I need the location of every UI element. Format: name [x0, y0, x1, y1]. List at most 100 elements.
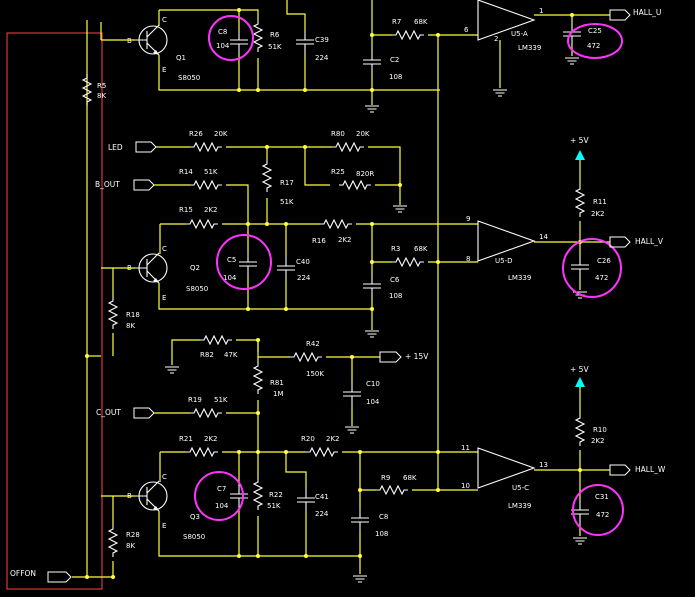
c7-name: C7: [217, 485, 226, 493]
r42-value: 150K: [306, 370, 324, 378]
c25-highlight: [567, 23, 623, 59]
r81-value: 1M: [273, 390, 284, 398]
hall-w-label: HALL_W: [635, 465, 666, 474]
selection-frame: [6, 32, 103, 590]
r3-value: 68K: [414, 245, 428, 253]
q3-transistor: [134, 480, 168, 512]
c25-name: C25: [588, 27, 602, 35]
u5a-part: LM339: [518, 44, 541, 52]
q1-transistor: [134, 24, 168, 56]
r10-value: 2K2: [591, 437, 605, 445]
u5c-name: U5-C: [512, 484, 529, 492]
hall-w-port: [609, 464, 631, 476]
c31-value: 472: [596, 511, 609, 519]
c2-name: C2: [390, 56, 399, 64]
plus15v-port: [379, 351, 402, 363]
u5c-minus-pin: 10: [461, 482, 470, 490]
hall-u-label: HALL_U: [633, 8, 661, 17]
r9-name: R9: [381, 474, 390, 482]
u5a-in-pin: 6: [464, 26, 469, 34]
c31-name: C31: [595, 493, 609, 501]
r42-name: R42: [306, 340, 320, 348]
q3-name: Q3: [190, 513, 200, 521]
r18-value: 8K: [126, 322, 135, 330]
r26-name: R26: [189, 130, 203, 138]
c41-value: 224: [315, 510, 329, 518]
u5d-comparator: [477, 220, 535, 262]
c8-highlight: [208, 15, 254, 61]
c5-name: C5: [227, 256, 236, 264]
c40-value: 224: [297, 274, 311, 282]
u5d-part: LM339: [508, 274, 531, 282]
q1-pin-e: E: [162, 66, 166, 74]
c-out-label: C_OUT: [96, 408, 121, 417]
q1-pin-b: B: [127, 37, 132, 45]
plus5v-top-label: + 5V: [570, 136, 589, 145]
c8-value: 104: [216, 42, 230, 50]
c5-highlight: [216, 234, 272, 290]
u5a-out-pin: 1: [539, 7, 543, 15]
r6-value: 51K: [268, 43, 282, 51]
q1-name: Q1: [176, 54, 186, 62]
r16-value: 2K2: [338, 236, 352, 244]
r17-value: 51K: [280, 198, 294, 206]
c31-highlight: [572, 484, 624, 536]
c39-value: 224: [315, 54, 329, 62]
c26-value: 472: [595, 274, 608, 282]
r11-value: 2K2: [591, 210, 605, 218]
r81-name: R81: [270, 379, 284, 387]
r14-name: R14: [179, 168, 193, 176]
u5d-minus-pin: 8: [466, 255, 470, 263]
power-arrow-5v-bottom: [575, 377, 585, 387]
r7-value: 68K: [414, 18, 428, 26]
c7-value: 104: [215, 502, 229, 510]
c26-highlight: [562, 238, 622, 298]
hall-v-port: [609, 236, 631, 248]
c10-value: 104: [366, 398, 380, 406]
r82-name: R82: [200, 351, 214, 359]
power-arrow-5v-top: [575, 150, 585, 160]
c8-name: C8: [218, 28, 227, 36]
r20-value: 2K2: [326, 435, 340, 443]
r80-value: 20K: [356, 130, 370, 138]
r19-name: R19: [188, 396, 202, 404]
r18-name: R18: [126, 311, 140, 319]
q2-name: Q2: [190, 264, 200, 272]
r20-name: R20: [301, 435, 315, 443]
u5c-comparator: [477, 447, 535, 489]
r19-value: 51K: [214, 396, 228, 404]
r6-name: R6: [270, 31, 280, 39]
u5d-plus-pin: 9: [466, 215, 470, 223]
r11-name: R11: [593, 198, 607, 206]
u5c-part: LM339: [508, 502, 531, 510]
r3-name: R3: [391, 245, 400, 253]
led-label: LED: [108, 143, 123, 152]
q1-pin-c: C: [162, 16, 167, 24]
q3-pin-e: E: [162, 522, 166, 530]
r5-value: 8K: [97, 92, 106, 100]
r21-value: 2K2: [204, 435, 218, 443]
hall-u-port: [609, 9, 631, 21]
r80-name: R80: [331, 130, 345, 138]
c26-name: C26: [597, 257, 611, 265]
c5-value: 104: [223, 274, 237, 282]
r9-value: 68K: [403, 474, 417, 482]
u5a-in-pin2: 2: [494, 35, 498, 43]
q3-pin-c: C: [162, 473, 167, 481]
u5c-plus-pin: 11: [461, 444, 470, 452]
r22-name: R22: [269, 491, 283, 499]
r82-value: 47K: [224, 351, 238, 359]
u5d-out-pin: 14: [539, 233, 548, 241]
r28-value: 8K: [126, 542, 135, 550]
c6-name: C6: [390, 276, 400, 284]
c39-name: C39: [315, 36, 329, 44]
c6-value: 108: [389, 292, 402, 300]
u5d-name: U5-D: [495, 257, 513, 265]
r22-value: 51K: [267, 502, 281, 510]
r21-name: R21: [179, 435, 193, 443]
r5-name: R5: [97, 82, 106, 90]
offon-label: OFFON: [10, 569, 36, 578]
r17-name: R17: [280, 179, 294, 187]
led-port: [135, 141, 157, 153]
